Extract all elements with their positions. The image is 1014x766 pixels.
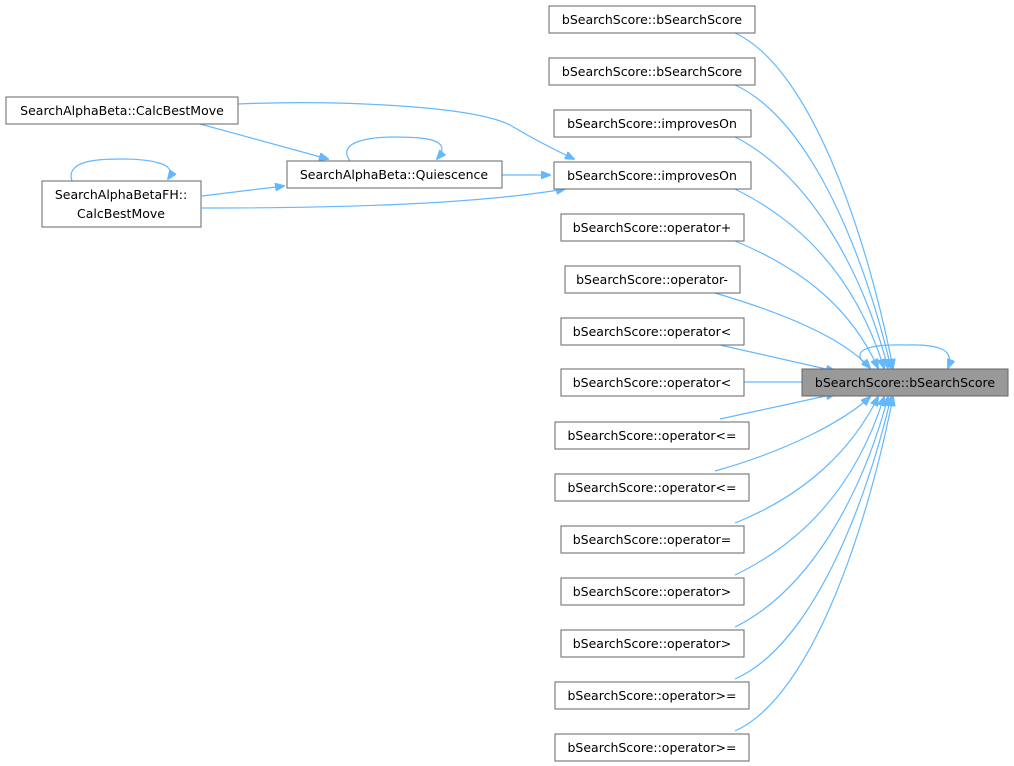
node-label: bSearchScore::operator< xyxy=(573,324,732,339)
node-label: bSearchScore::operator+ xyxy=(573,220,732,235)
node-caller-15[interactable]: bSearchScore::operator>= xyxy=(554,733,750,762)
node-label: bSearchScore::operator<= xyxy=(567,428,736,443)
node-label: bSearchScore::bSearchScore xyxy=(562,12,743,27)
node-caller-11[interactable]: bSearchScore::operator= xyxy=(560,525,745,554)
node-caller-12[interactable]: bSearchScore::operator> xyxy=(560,577,745,606)
node-caller-3[interactable]: bSearchScore::improvesOn xyxy=(553,109,752,138)
target-label: bSearchScore::bSearchScore xyxy=(815,375,996,390)
edge-fh-self-loop xyxy=(70,158,170,182)
node-label: bSearchScore::operator>= xyxy=(567,740,736,755)
node-label: bSearchScore::operator- xyxy=(576,272,728,287)
node-label: bSearchScore::operator>= xyxy=(567,688,736,703)
node-label: bSearchScore::operator<= xyxy=(567,480,736,495)
node-label: SearchAlphaBeta::CalcBestMove xyxy=(20,103,224,118)
node-label: bSearchScore::operator> xyxy=(573,636,732,651)
edge-caller-4 xyxy=(734,188,884,368)
edge-caller-7 xyxy=(719,344,835,371)
node-caller-8[interactable]: bSearchScore::operator< xyxy=(560,368,745,397)
edge-caller-12 xyxy=(734,397,884,576)
edge-caller-6 xyxy=(714,292,870,368)
node-target-bsearchscore[interactable]: bSearchScore::bSearchScore xyxy=(801,368,1009,397)
node-caller-2[interactable]: bSearchScore::bSearchScore xyxy=(548,57,756,86)
node-search-alpha-beta-fh-calc-best-move[interactable]: SearchAlphaBetaFH:: CalcBestMove xyxy=(41,180,202,228)
node-caller-4[interactable]: bSearchScore::improvesOn xyxy=(553,161,752,190)
edges xyxy=(70,32,950,732)
node-caller-9[interactable]: bSearchScore::operator<= xyxy=(554,421,750,450)
edge-caller-1 xyxy=(734,32,893,368)
node-caller-10[interactable]: bSearchScore::operator<= xyxy=(554,473,750,502)
node-caller-1[interactable]: bSearchScore::bSearchScore xyxy=(548,5,756,34)
node-caller-14[interactable]: bSearchScore::operator>= xyxy=(554,681,750,710)
edge-caller-15 xyxy=(734,397,893,732)
node-label: bSearchScore::improvesOn xyxy=(567,116,737,131)
node-label: SearchAlphaBeta::Quiescence xyxy=(300,167,489,182)
edge-caller-2 xyxy=(734,84,891,368)
node-label: bSearchScore::operator= xyxy=(573,532,732,547)
edge-calcbestmove-to-quiescence xyxy=(199,123,328,159)
node-label: bSearchScore::improvesOn xyxy=(567,168,737,183)
node-label: bSearchScore::operator> xyxy=(573,584,732,599)
edge-calcbestmove-to-improveson xyxy=(237,102,574,159)
edge-caller-10 xyxy=(714,397,870,472)
edge-caller-11 xyxy=(734,397,878,524)
edge-fh-to-quiescence xyxy=(201,186,284,197)
edge-caller-13 xyxy=(734,397,888,628)
edge-caller-5 xyxy=(734,240,878,368)
node-label-line2: CalcBestMove xyxy=(77,206,165,221)
node-search-alpha-beta-calc-best-move[interactable]: SearchAlphaBeta::CalcBestMove xyxy=(5,96,239,125)
nodes: SearchAlphaBeta::CalcBestMove SearchAlph… xyxy=(5,5,1009,762)
edge-caller-14 xyxy=(734,397,891,680)
edge-quiescence-self-loop xyxy=(346,136,442,162)
node-label-line1: SearchAlphaBetaFH:: xyxy=(55,187,187,202)
edge-fh-to-improveson xyxy=(201,189,565,209)
node-caller-6[interactable]: bSearchScore::operator- xyxy=(564,265,741,294)
node-caller-5[interactable]: bSearchScore::operator+ xyxy=(560,213,745,242)
node-search-alpha-beta-quiescence[interactable]: SearchAlphaBeta::Quiescence xyxy=(286,160,503,189)
edge-target-self-loop xyxy=(859,344,950,368)
node-caller-13[interactable]: bSearchScore::operator> xyxy=(560,629,745,658)
node-label: bSearchScore::operator< xyxy=(573,375,732,390)
edge-caller-3 xyxy=(734,136,888,368)
node-label: bSearchScore::bSearchScore xyxy=(562,64,743,79)
edge-caller-9 xyxy=(719,394,835,420)
node-caller-7[interactable]: bSearchScore::operator< xyxy=(560,317,745,346)
